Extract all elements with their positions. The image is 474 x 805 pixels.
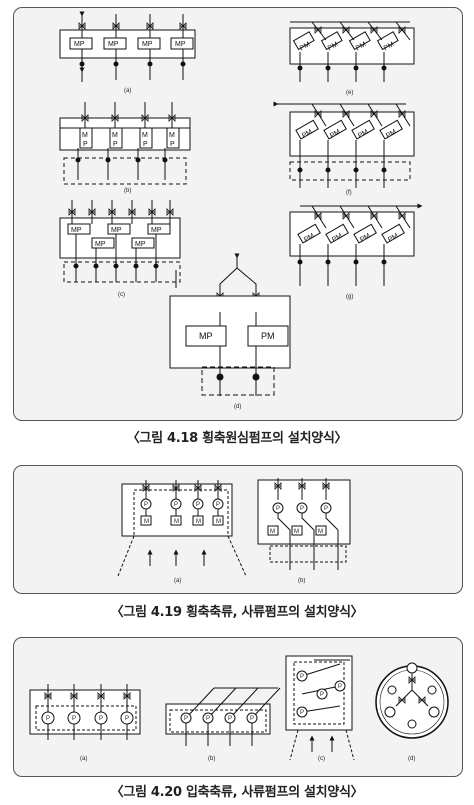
fig18-g-pump-2: PM [331, 232, 344, 243]
figure-4-18-caption: 〈그림 4.18 횡축원심펌프의 설치양식〉 [126, 431, 348, 446]
fig20-label-c: (c) [318, 756, 325, 762]
fig18-label-a: (a) [124, 88, 131, 94]
fig18-b-p4: P [170, 141, 175, 148]
fig19-a-p3: P [196, 502, 200, 508]
fig18-f-pump-1: PM [301, 128, 314, 139]
fig19-a-p4: P [216, 502, 220, 508]
fig18-d-pump-mp: MP [199, 331, 213, 341]
fig18-f-pump-2: PM [329, 128, 342, 139]
fig19-b-m3: M [318, 529, 323, 535]
fig18-b-p2: P [113, 141, 118, 148]
fig18-label-c: (c) [118, 292, 125, 298]
fig19-b-m1: M [270, 529, 275, 535]
fig19-label-b: (b) [298, 578, 305, 584]
fig18-a-diagram [59, 11, 196, 82]
fig18-f-diagram [273, 101, 415, 188]
fig18-g-pump-3: PM [359, 232, 372, 243]
fig20-b-diagram [165, 687, 281, 746]
fig18-f-pump-3: PM [357, 128, 370, 139]
fig18-e-pump-4: PM [383, 41, 396, 52]
fig18-c-pump-2: MP [111, 227, 122, 234]
fig19-a-m4: M [216, 519, 221, 525]
fig20-c-p1: P [300, 674, 304, 680]
fig20-b-p1: P [184, 716, 188, 722]
fig19-a-p1: P [144, 502, 148, 508]
fig18-c-pump-4: MP [95, 241, 106, 248]
fig20-a-p2: P [72, 716, 76, 722]
fig19-a-m3: M [196, 519, 201, 525]
fig19-b-diagram [257, 478, 351, 570]
fig18-e-pump-2: PM [327, 41, 340, 52]
fig18-a-pump-2: MP [108, 41, 119, 48]
fig18-g-pump-1: PM [303, 232, 316, 243]
figure-4-20-caption: 〈그림 4.20 입축축류, 사류펌프의 설치양식〉 [110, 785, 364, 800]
fig19-a-m1: M [144, 519, 149, 525]
fig18-b-m4: M [169, 132, 175, 139]
fig18-c-pump-5: MP [135, 241, 146, 248]
fig20-b-p2: P [206, 716, 210, 722]
fig20-c-p2: P [320, 692, 324, 698]
fig20-d-diagram [375, 662, 449, 739]
fig19-a-diagram [117, 480, 247, 577]
fig20-a-diagram [29, 684, 141, 740]
figure-4-19-caption: 〈그림 4.19 횡축축류, 사류펌프의 설치양식〉 [110, 605, 364, 620]
fig18-a-pump-3: MP [142, 41, 153, 48]
fig19-a-p2: P [174, 502, 178, 508]
fig18-b-m1: M [82, 132, 88, 139]
fig19-b-p1: P [276, 506, 280, 512]
fig20-c-p4: P [338, 684, 342, 690]
fig18-c-pump-3: MP [151, 227, 162, 234]
fig19-b-p3: P [324, 506, 328, 512]
fig18-f-pump-4: PM [385, 128, 398, 139]
fig18-b-m3: M [142, 132, 148, 139]
fig20-b-p3: P [228, 716, 232, 722]
fig20-a-p4: P [125, 716, 129, 722]
fig18-label-b: (b) [124, 188, 131, 194]
fig19-b-p2: P [300, 506, 304, 512]
fig18-label-e: (e) [346, 90, 353, 96]
fig18-label-d: (d) [234, 404, 241, 410]
fig19-label-a: (a) [174, 578, 181, 584]
fig18-label-g: (g) [346, 294, 353, 300]
fig18-d-pump-pm: PM [261, 331, 275, 341]
fig18-c-diagram [59, 200, 181, 288]
fig18-a-pump-4: MP [175, 41, 186, 48]
fig18-b-m2: M [112, 132, 118, 139]
fig18-g-diagram [289, 203, 423, 286]
figure-4-19-panel [13, 465, 463, 594]
fig18-b-p1: P [83, 141, 88, 148]
fig18-b-diagram [59, 102, 191, 185]
fig20-a-p1: P [46, 716, 50, 722]
fig18-e-pump-1: PM [299, 41, 312, 52]
fig20-a-p3: P [99, 716, 103, 722]
fig20-c-p3: P [300, 710, 304, 716]
fig20-c-diagram [285, 655, 355, 761]
fig20-b-p4: P [250, 716, 254, 722]
fig18-e-pump-3: PM [355, 41, 368, 52]
fig18-a-pump-1: MP [74, 41, 85, 48]
fig19-b-m2: M [294, 529, 299, 535]
fig18-g-pump-4: PM [387, 232, 400, 243]
fig18-b-p3: P [143, 141, 148, 148]
fig20-label-a: (a) [80, 756, 87, 762]
fig18-label-f: (f) [346, 190, 352, 196]
fig19-a-m2: M [174, 519, 179, 525]
fig20-label-d: (d) [408, 756, 415, 762]
fig20-label-b: (b) [208, 756, 215, 762]
fig18-e-diagram [289, 21, 415, 82]
fig18-c-pump-1: MP [71, 227, 82, 234]
fig18-d-diagram [169, 253, 291, 396]
